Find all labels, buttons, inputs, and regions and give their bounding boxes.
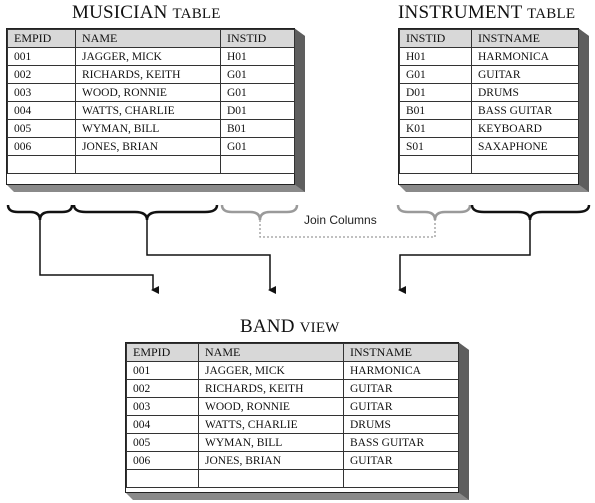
musician-caption-sc: TABLE [172,6,221,22]
musician-cell: JAGGER, MICK [75,47,221,66]
brace-instname [470,204,591,221]
join-line [259,220,436,238]
brace-empid [6,204,74,221]
musician-caption-main: MUSICIAN [72,2,168,23]
band-cell: GUITAR [343,451,459,470]
musician-cell: WOOD, RONNIE [75,83,221,102]
band-view-caption: BAND VIEW [240,316,340,338]
instrument-table-bevel [398,28,589,192]
band-caption-main: BAND [240,316,295,337]
instrument-table-caption: INSTRUMENT TABLE [398,2,575,24]
musician-table-bevel [6,28,305,192]
band-cell [343,469,459,488]
band-row [126,469,459,488]
band-cell: GUITAR [343,397,459,416]
musician-row [7,155,295,174]
band-cell: WYMAN, BILL [198,433,344,452]
musician-cell: RICHARDS, KEITH [75,65,221,84]
band-caption-sc: VIEW [299,320,340,336]
musician-cell: WYMAN, BILL [75,119,221,138]
join-columns-label: Join Columns [302,213,379,227]
instrument-row [399,155,579,174]
instrument-cell: D01 [399,83,472,102]
brace-instid-musician [220,204,299,221]
arrow-instname [398,220,531,294]
musician-cell: JONES, BRIAN [75,137,221,156]
musician-cell: 001 [7,47,76,66]
instrument-header-cell: INSTNAME [471,29,579,48]
brace-name [72,204,219,221]
band-cell: 002 [126,379,199,398]
instrument-cell [471,155,579,174]
band-cell: DRUMS [343,415,459,434]
band-cell: 004 [126,415,199,434]
musician-header-cell: INSTID [220,29,295,48]
instrument-cell: S01 [399,137,472,156]
band-cell: HARMONICA [343,361,459,380]
musician-header-cell: EMPID [7,29,76,48]
musician-cell: D01 [220,101,295,120]
instrument-caption-main: INSTRUMENT [398,2,523,23]
musician-table-caption: MUSICIAN TABLE [72,2,221,24]
instrument-cell: G01 [399,65,472,84]
band-cell: GUITAR [343,379,459,398]
instrument-caption-sc: TABLE [527,6,576,22]
arrow-name [146,220,276,294]
band-view-bevel [125,342,469,500]
instrument-header-cell: INSTID [399,29,472,48]
band-header-cell: INSTNAME [343,343,459,362]
brace-instid-instrument [396,204,472,221]
arrow-empid [39,220,159,294]
musician-cell [220,155,295,174]
